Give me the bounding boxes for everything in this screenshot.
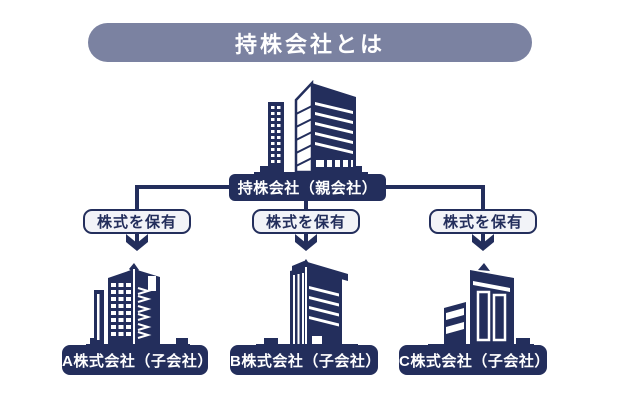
shareholding-label-text: 株式を保有 bbox=[265, 214, 346, 231]
arrow-down-icon bbox=[126, 234, 148, 251]
parent-building-icon bbox=[252, 78, 370, 180]
building-b-icon bbox=[254, 250, 360, 352]
subsidiary-c-label: C株式会社（子会社） bbox=[399, 345, 550, 375]
parent-company-label-text: 持株会社（親会社） bbox=[237, 180, 378, 197]
shareholding-label-right: 株式を保有 bbox=[429, 209, 537, 234]
subsidiary-a-label-text: A株式会社（子会社） bbox=[62, 352, 213, 370]
building-a-icon bbox=[84, 250, 192, 352]
shareholding-label-center: 株式を保有 bbox=[252, 209, 360, 234]
page-title: 持株会社とは bbox=[234, 31, 385, 57]
title-banner: 持株会社とは bbox=[88, 23, 532, 62]
subsidiary-b-label-text: B株式会社（子会社） bbox=[230, 352, 381, 370]
shareholding-label-left: 株式を保有 bbox=[83, 209, 191, 234]
shareholding-label-text: 株式を保有 bbox=[96, 214, 177, 231]
arrow-down-icon bbox=[295, 234, 317, 251]
subsidiary-c-label-text: C株式会社（子会社） bbox=[399, 352, 550, 370]
parent-company-label: 持株会社（親会社） bbox=[229, 174, 386, 201]
subsidiary-b-label: B株式会社（子会社） bbox=[230, 345, 381, 375]
arrow-down-icon bbox=[472, 234, 494, 251]
shareholding-label-text: 株式を保有 bbox=[442, 214, 523, 231]
subsidiary-a-label: A株式会社（子会社） bbox=[62, 345, 213, 375]
building-c-icon bbox=[426, 250, 536, 352]
